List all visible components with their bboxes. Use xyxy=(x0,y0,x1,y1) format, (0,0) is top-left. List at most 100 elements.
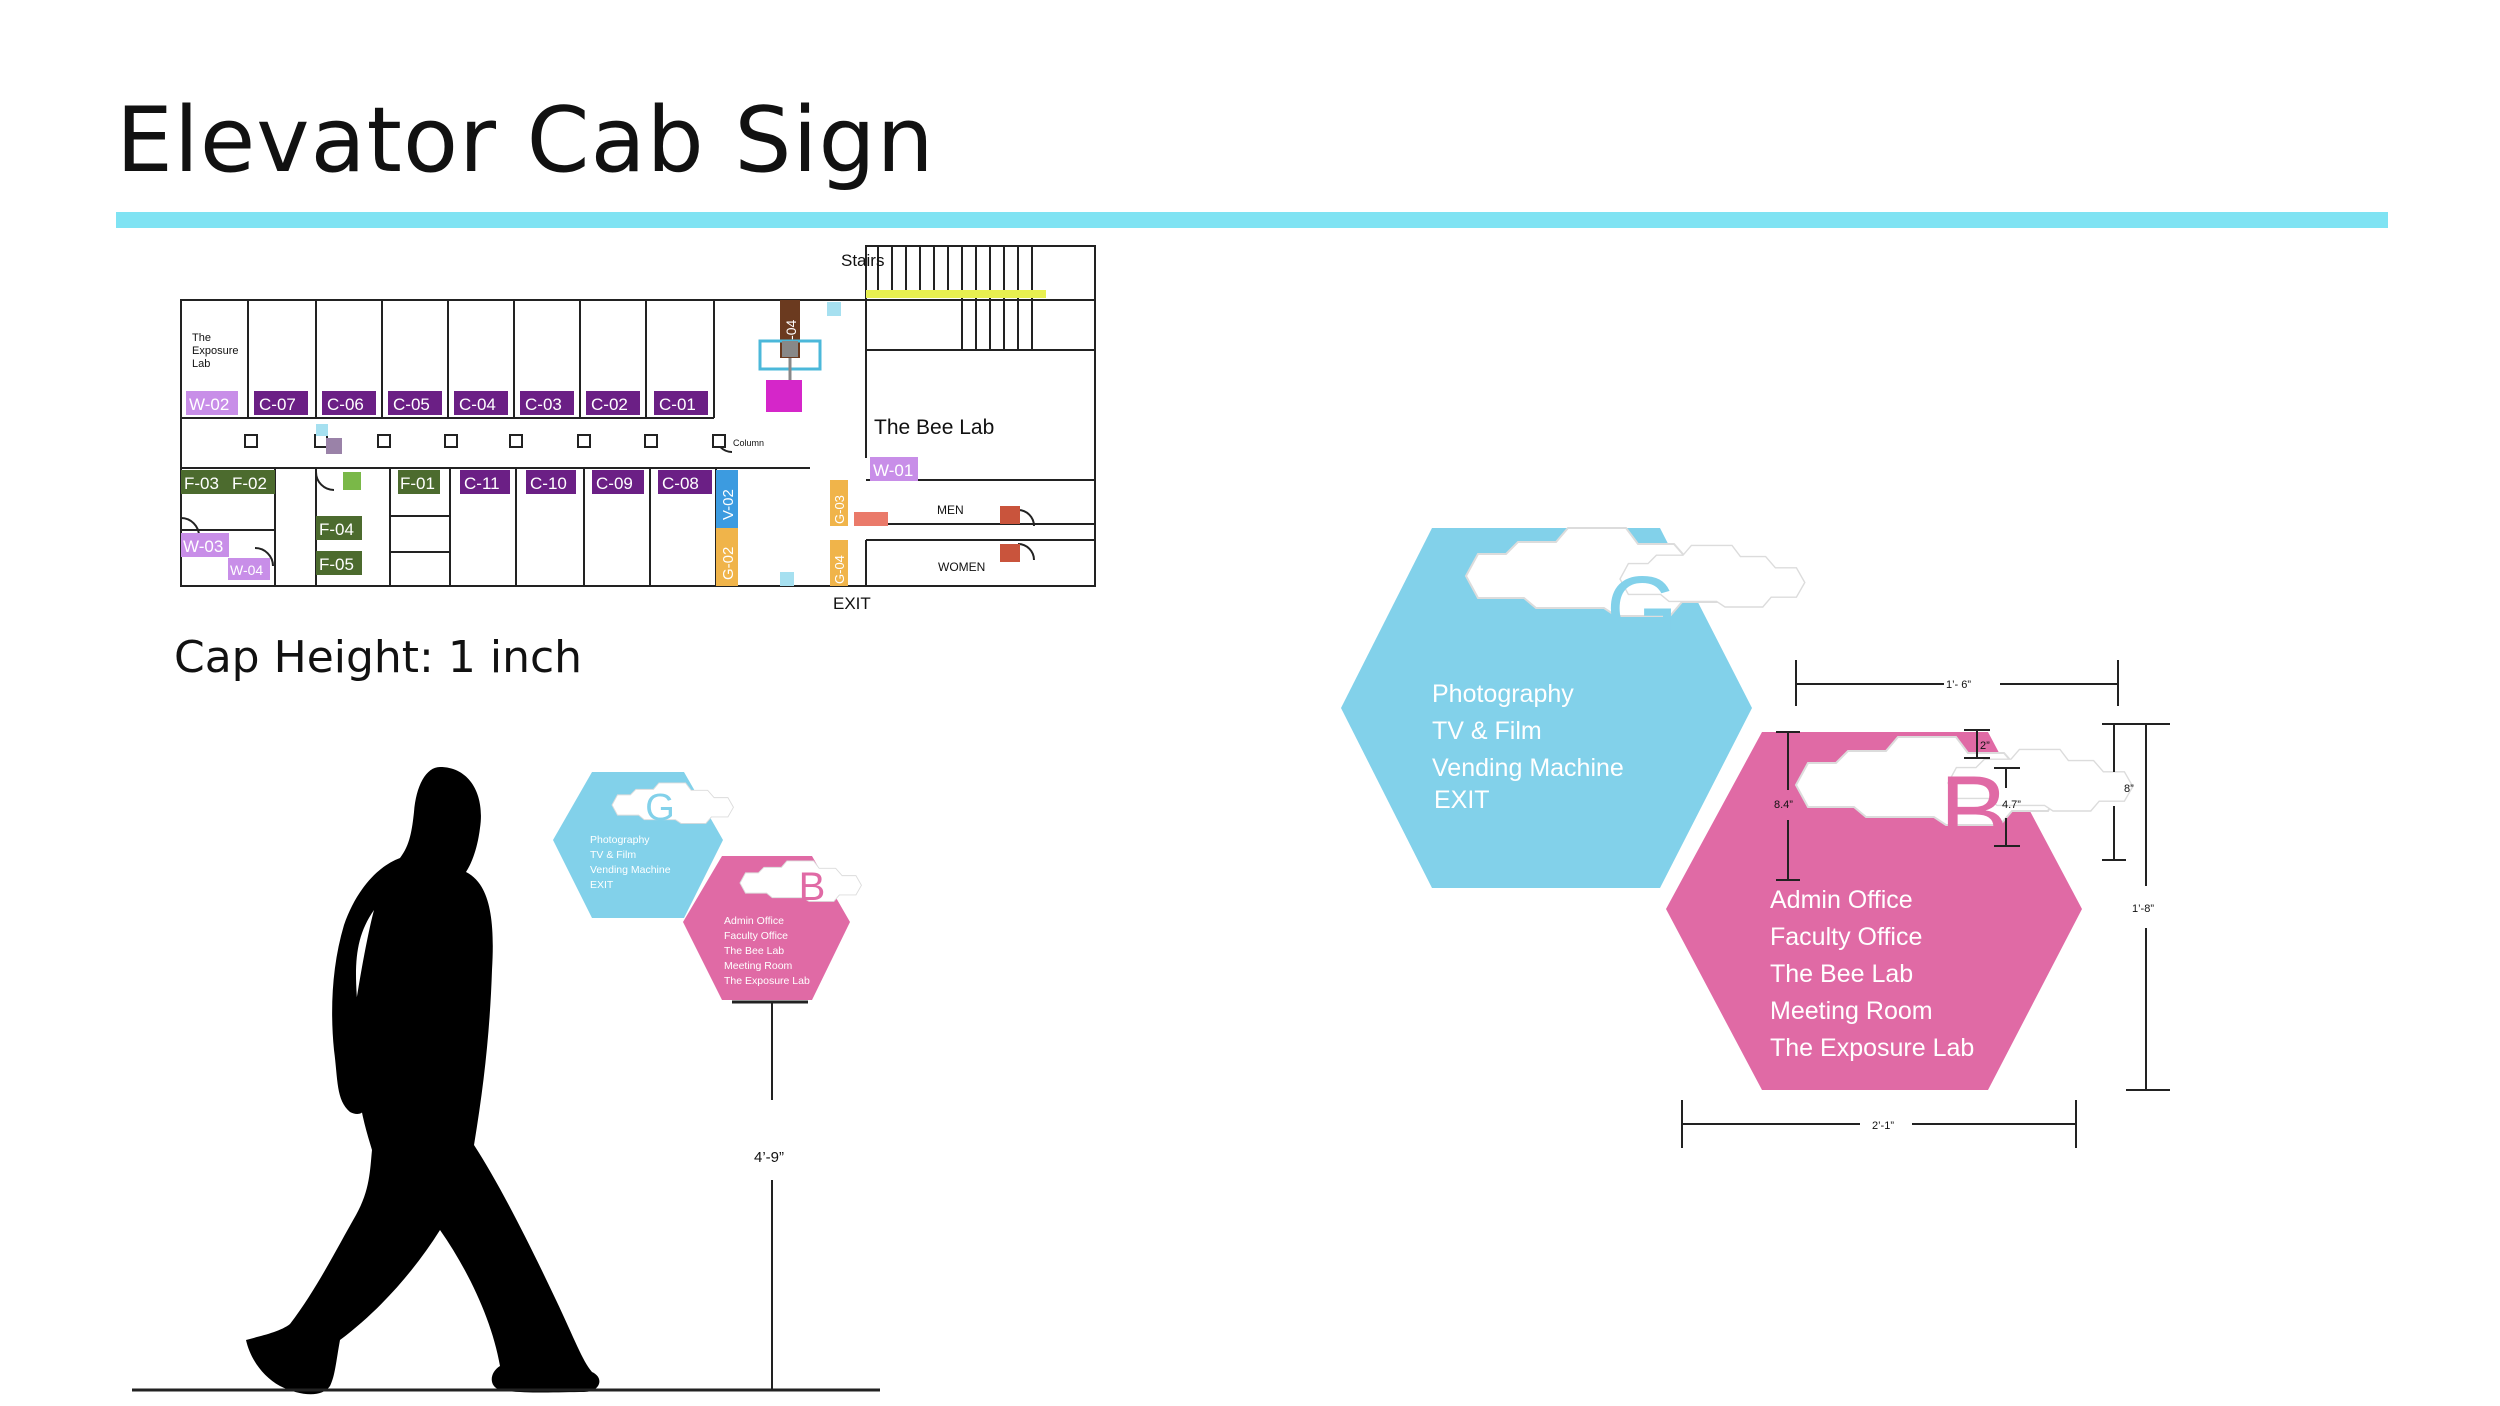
large-sign-b-letter: B xyxy=(1939,755,2008,871)
men-label: MEN xyxy=(937,503,964,517)
large-sign-b-item-3: The Bee Lab xyxy=(1770,960,1913,988)
room-tag-w03-label: W-03 xyxy=(183,537,223,556)
room-tag-c03[interactable] xyxy=(520,391,574,415)
room-tag-w01-label: W-01 xyxy=(873,461,913,480)
room-tag-c02[interactable] xyxy=(586,391,640,415)
large-sign-g-item-3: Vending Machine xyxy=(1432,754,1624,782)
room-tag-w03[interactable] xyxy=(181,533,229,557)
room-tag-c05[interactable] xyxy=(388,391,442,415)
room-tag-v02[interactable] xyxy=(716,470,738,528)
large-sign-g-item-4: EXIT xyxy=(1434,786,1490,814)
room-tag-c09-label: C-09 xyxy=(596,474,633,493)
marker-salmon xyxy=(854,512,888,526)
small-sign-g-list: Photography TV & Film Vending Machine EX… xyxy=(590,834,671,891)
dim-right-small: 8” xyxy=(2124,783,2134,795)
dim-letter-offset: 2” xyxy=(1980,740,1990,752)
exposure-lab-label: The xyxy=(192,332,211,344)
room-tag-g02[interactable] xyxy=(716,528,738,586)
dim-left-height: 8.4” xyxy=(1774,799,1793,811)
small-sign-b-list: Admin Office Faculty Office The Bee Lab … xyxy=(724,915,810,987)
large-sign-g-item-2: TV & Film xyxy=(1432,717,1542,745)
men-restroom-marker xyxy=(1000,506,1020,524)
large-sign-b-item-4: Meeting Room xyxy=(1770,997,1933,1025)
marker-blue-left xyxy=(316,424,328,436)
floor-plan: Stairs xyxy=(180,245,1096,613)
large-sign-b-item-1: Admin Office xyxy=(1770,886,1913,914)
room-tag-c08[interactable] xyxy=(658,470,712,494)
room-tag-g03[interactable] xyxy=(830,480,848,526)
stairs-label: Stairs xyxy=(841,251,884,270)
room-tag-w01[interactable] xyxy=(870,457,918,481)
room-tag-g03-label: G-03 xyxy=(832,495,847,524)
room-tag-c11[interactable] xyxy=(460,470,510,494)
small-sign-g-letter: G xyxy=(645,787,675,829)
room-tag-f01-label: F-01 xyxy=(400,474,435,493)
small-sign-b-letter: B xyxy=(799,865,826,909)
small-sign-g-item-1: Photography xyxy=(590,834,650,846)
room-tag-c04[interactable] xyxy=(454,391,508,415)
room-tag-c09[interactable] xyxy=(592,470,644,494)
room-tag-c04-label: C-04 xyxy=(459,395,496,414)
women-restroom-marker xyxy=(1000,544,1020,562)
room-tag-f02[interactable] xyxy=(229,470,275,494)
room-tag-g04[interactable] xyxy=(830,540,848,586)
large-sign-b-item-2: Faculty Office xyxy=(1770,923,1922,951)
large-sign-b-item-5: The Exposure Lab xyxy=(1770,1034,1974,1062)
room-tag-f05[interactable] xyxy=(316,551,362,575)
stairs-yellow-strip xyxy=(866,290,1046,298)
room-tag-g02-label: G-02 xyxy=(720,547,737,580)
room-tag-c10[interactable] xyxy=(526,470,576,494)
small-sign-b-item-5: The Exposure Lab xyxy=(724,975,810,987)
room-tag-w04-label: W-04 xyxy=(230,562,263,578)
mid-room-tags: F-03 F-02 F-01 C-11 C-10 C-09 C-08 xyxy=(181,470,712,494)
room-tag-c07-label: C-07 xyxy=(259,395,296,414)
small-sign-mockup: G Photography TV & Film Vending Machine … xyxy=(553,772,862,1390)
room-tag-c02-label: C-02 xyxy=(591,395,628,414)
room-tag-w02[interactable] xyxy=(186,391,238,415)
elevator-core xyxy=(782,341,798,357)
small-sign-b-item-2: Faculty Office xyxy=(724,930,788,942)
room-tag-f01[interactable] xyxy=(398,470,440,494)
room-tag-c06[interactable] xyxy=(322,391,376,415)
small-sign-g-item-3: Vending Machine xyxy=(590,864,671,876)
elevator-cab-marker xyxy=(766,380,802,412)
person-silhouette xyxy=(246,767,600,1395)
dim-bottom-width: 2’-1” xyxy=(1872,1120,1894,1132)
dim-total-height: 1’-8” xyxy=(2132,903,2154,915)
marker-grey xyxy=(326,438,342,454)
dim-letter-height: 4.7” xyxy=(2002,799,2021,811)
marker-blue-bottom xyxy=(780,572,794,586)
dim-top-width: 1’- 6” xyxy=(1946,679,1971,691)
room-tag-v02-label: V-02 xyxy=(720,489,737,520)
room-tag-c10-label: C-10 xyxy=(530,474,567,493)
column-markers xyxy=(244,434,726,448)
dimension-labels: 1’- 6” 2’-1” 2” 4.7” 8.4” 8” 1’-8” xyxy=(1774,679,2154,1132)
room-tag-w02-label: W-02 xyxy=(189,395,229,414)
bee-lab-label: The Bee Lab xyxy=(874,416,994,439)
column-label: Column xyxy=(733,438,764,448)
room-tag-f05-label: F-05 xyxy=(319,555,354,574)
women-label: WOMEN xyxy=(938,560,985,574)
small-sign-b-item-1: Admin Office xyxy=(724,915,784,927)
room-tag-c03-label: C-03 xyxy=(525,395,562,414)
small-sign-b-item-4: Meeting Room xyxy=(724,960,793,972)
room-tag-f02-label: F-02 xyxy=(232,474,267,493)
dimension-lines xyxy=(1681,660,2170,1148)
room-tag-c06-label: C-06 xyxy=(327,395,364,414)
room-tag-c07[interactable] xyxy=(254,391,308,415)
large-sign-g-list: Photography TV & Film Vending Machine EX… xyxy=(1432,680,1624,814)
large-sign-g-letter: G xyxy=(1606,558,1678,660)
small-sign-b-item-3: The Bee Lab xyxy=(724,945,784,957)
top-room-tags: W-02 C-07 C-06 C-05 C-04 C-03 C-02 C-01 xyxy=(186,391,708,415)
room-tag-f03-label: F-03 xyxy=(184,474,219,493)
room-tag-f03[interactable] xyxy=(181,470,229,494)
room-tag-f04[interactable] xyxy=(316,516,362,540)
exposure-lab-label-3: Lab xyxy=(192,358,210,370)
room-tag-c11-label: C-11 xyxy=(464,474,500,493)
room-tag-w04[interactable] xyxy=(228,558,270,580)
exposure-lab-label-2: Exposure xyxy=(192,345,238,357)
room-tag-c01[interactable] xyxy=(654,391,708,415)
exit-label: EXIT xyxy=(833,594,871,613)
mount-height-label: 4’-9” xyxy=(754,1149,784,1166)
